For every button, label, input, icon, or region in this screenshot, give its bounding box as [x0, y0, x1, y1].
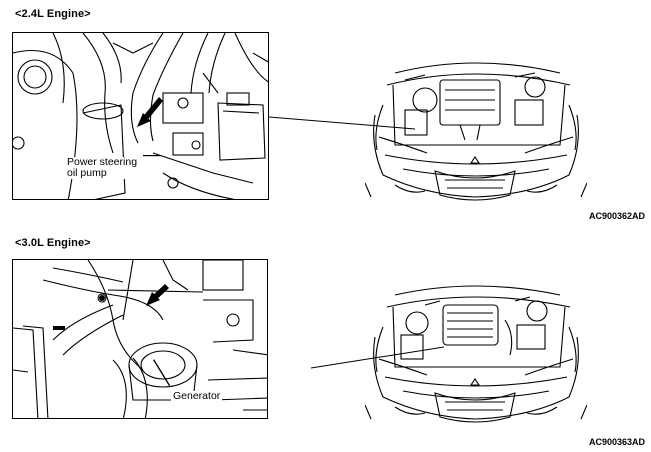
callout-line-1: Power steering — [67, 156, 138, 168]
section-heading-2-4l: <2.4L Engine> — [15, 8, 91, 20]
vehicle-front-view-2-4l — [365, 45, 587, 213]
section-heading-3-0l: <3.0L Engine> — [15, 237, 91, 249]
detail-view-3-0l: Generator — [12, 259, 268, 419]
callout-line-2: oil pump — [67, 167, 107, 179]
vehicle-front-view-3-0l — [365, 275, 587, 437]
callout-power-steering-oil-pump: Power steering oil pump — [65, 156, 140, 179]
engine-detail-illustration — [13, 260, 267, 418]
figure-code-2-4l: AC900362AD — [589, 211, 646, 221]
callout-generator: Generator — [171, 390, 223, 402]
figure-code-3-0l: AC900363AD — [589, 437, 646, 447]
engine-detail-illustration — [13, 33, 268, 199]
detail-view-2-4l: Power steering oil pump — [12, 32, 269, 200]
